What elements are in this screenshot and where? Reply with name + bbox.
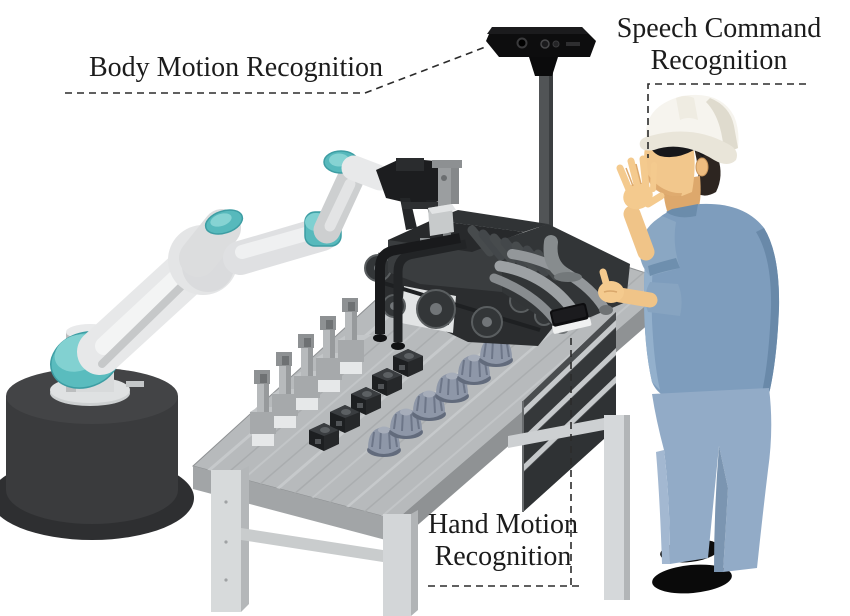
camera-mount <box>529 57 558 76</box>
hard-hat <box>639 94 739 164</box>
worker-shirt <box>644 203 780 402</box>
worker-ear <box>695 157 709 177</box>
elbow-joint <box>168 209 244 295</box>
robot-base-pedestal <box>0 368 194 540</box>
camera-lens <box>516 37 528 49</box>
robot-arm <box>0 150 462 540</box>
camera-lens <box>540 39 550 49</box>
camera-pole-foot <box>543 235 582 282</box>
drawer-front-large <box>523 384 616 512</box>
engine-handle-bar <box>373 233 467 350</box>
leader-lines <box>65 45 806 587</box>
speech-command-label: Speech Command Recognition <box>616 13 822 76</box>
worker-lower-arm <box>598 268 682 316</box>
hand-motion-sensor-device <box>549 302 592 334</box>
robot-gripper <box>376 158 462 236</box>
worker <box>598 94 780 594</box>
table-stretcher-side <box>508 418 604 448</box>
table-leg-south <box>383 510 418 616</box>
speech-command-leader-line <box>647 83 806 158</box>
worker-pants <box>652 388 772 572</box>
body-motion-leader-line <box>65 45 489 94</box>
camera-pole <box>539 70 553 250</box>
depth-camera <box>486 27 596 76</box>
gripped-part <box>428 160 462 236</box>
drawer-rail <box>523 348 616 444</box>
body-motion-label: Body Motion Recognition <box>89 52 383 83</box>
shirt-collar <box>666 204 698 218</box>
drawer-front <box>523 328 616 437</box>
table-leg-east <box>604 415 630 600</box>
worker-raised-arm <box>616 155 680 276</box>
wrist-joints <box>304 150 393 247</box>
worker-thumbs-up-hand <box>598 268 624 303</box>
worker-raised-hand <box>616 155 665 210</box>
drawer-unit <box>522 312 616 512</box>
worker-shoe <box>652 564 732 594</box>
table-stretcher-front <box>241 528 383 562</box>
drawer-rail <box>523 376 616 472</box>
camera-lens <box>552 40 560 48</box>
hand-motion-label: Hand Motion Recognition <box>427 509 579 572</box>
drawer-rail <box>523 320 616 416</box>
